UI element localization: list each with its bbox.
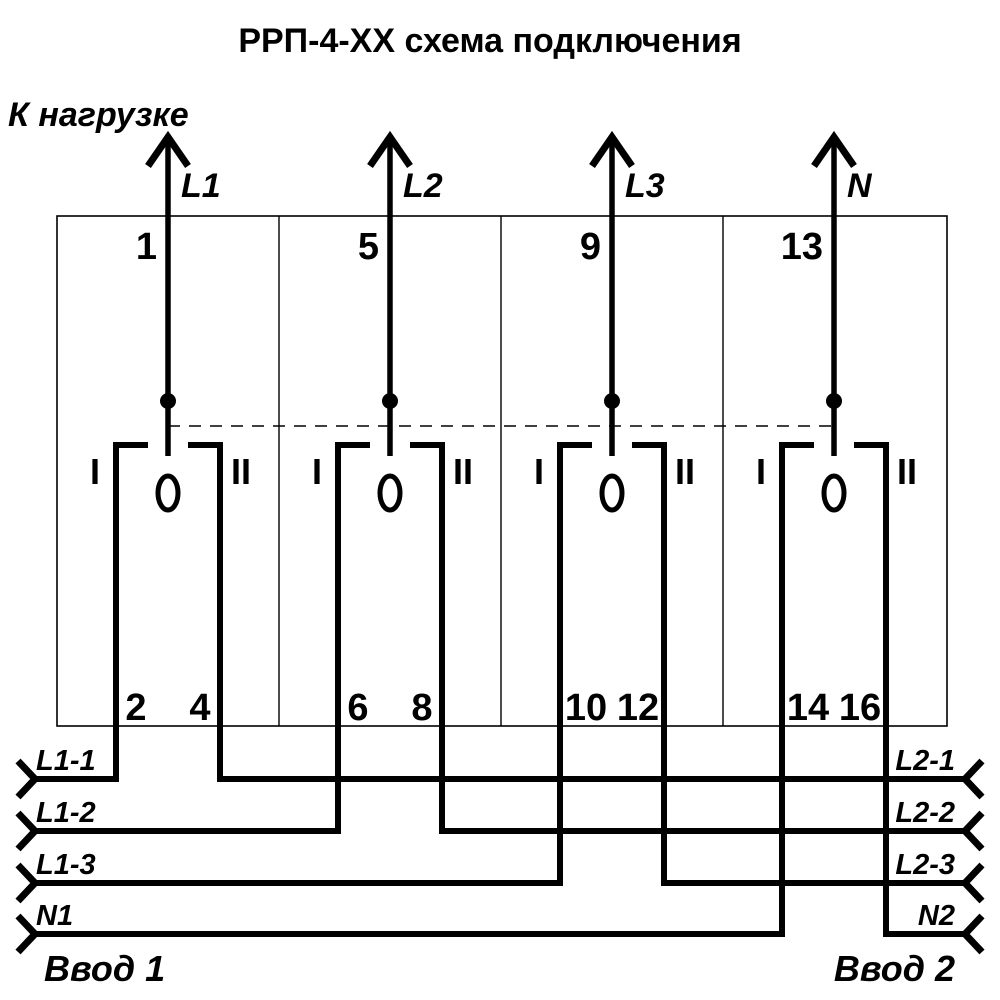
pole-4-output-label: N bbox=[847, 167, 873, 205]
pole-4-left-terminal-number: 14 bbox=[787, 687, 829, 729]
pole-1-output-label: L1 bbox=[181, 167, 221, 205]
page-title: РРП-4-ХХ схема подключения bbox=[238, 22, 741, 60]
pole-3-top-terminal-number: 9 bbox=[580, 226, 601, 268]
pole-3-position-label-i: I bbox=[534, 451, 544, 492]
pole-2-left-terminal-number: 6 bbox=[347, 687, 368, 729]
pole-4-junction-dot bbox=[826, 393, 842, 409]
input1-line-label-2: L1-2 bbox=[36, 797, 96, 829]
input1-arrow-icon-1 bbox=[15, 758, 40, 800]
pole-4-position-label-i: I bbox=[756, 451, 766, 492]
pole-4-input1-branch bbox=[35, 442, 814, 937]
pole-1-top-terminal-number: 1 bbox=[136, 226, 157, 268]
input1-line-label-1: L1-1 bbox=[36, 745, 96, 777]
pole-1-position-label-ii: II bbox=[231, 451, 251, 492]
pole-3-output-label: L3 bbox=[625, 167, 665, 205]
pole-1-left-terminal-number: 2 bbox=[125, 687, 146, 729]
input2-caption: Ввод 2 bbox=[834, 948, 955, 989]
input2-line-label-3: L2-3 bbox=[895, 849, 955, 881]
pole-3-load-arrow-icon bbox=[589, 130, 635, 168]
pole-4-input2-branch bbox=[854, 442, 965, 937]
pole-3-off-position-mark bbox=[599, 473, 625, 513]
pole-1-input1-branch bbox=[35, 442, 148, 782]
pole-4-right-terminal-number: 16 bbox=[839, 687, 881, 729]
pole-3-junction-dot bbox=[604, 393, 620, 409]
pole-1-position-label-i: I bbox=[90, 451, 100, 492]
pole-3-input1-branch bbox=[35, 442, 592, 886]
pole-3-position-label-ii: II bbox=[675, 451, 695, 492]
input2-arrow-icon-2 bbox=[960, 810, 985, 852]
input2-line-label-4: N2 bbox=[918, 900, 955, 932]
input2-line-label-2: L2-2 bbox=[895, 797, 955, 829]
input1-arrow-icon-2 bbox=[15, 810, 40, 852]
input1-arrow-icon-4 bbox=[15, 913, 40, 955]
input1-caption: Ввод 1 bbox=[44, 948, 165, 989]
pole-2-position-label-i: I bbox=[312, 451, 322, 492]
pole-2-load-arrow-icon bbox=[367, 130, 413, 168]
pole-4-position-label-ii: II bbox=[897, 451, 917, 492]
pole-3-input2-branch bbox=[632, 442, 965, 886]
pole-1-junction-dot bbox=[160, 393, 176, 409]
input1-arrow-icon-3 bbox=[15, 862, 40, 904]
pole-3-right-terminal-number: 12 bbox=[617, 687, 659, 729]
pole-2-top-terminal-number: 5 bbox=[358, 226, 379, 268]
pole-4-off-position-mark bbox=[821, 473, 847, 513]
pole-2-position-label-ii: II bbox=[453, 451, 473, 492]
pole-1-off-position-mark bbox=[155, 473, 181, 513]
pole-2-output-label: L2 bbox=[403, 167, 443, 205]
pole-2-off-position-mark bbox=[377, 473, 403, 513]
pole-1-input2-branch bbox=[188, 442, 965, 782]
pole-2-input2-branch bbox=[410, 442, 965, 834]
load-caption: К нагрузке bbox=[8, 96, 189, 134]
pole-1-right-terminal-number: 4 bbox=[189, 687, 210, 729]
input1-line-label-3: L1-3 bbox=[36, 849, 96, 881]
input2-arrow-icon-4 bbox=[960, 913, 985, 955]
input2-line-label-1: L2-1 bbox=[895, 745, 955, 777]
input1-line-label-4: N1 bbox=[36, 900, 73, 932]
pole-4-load-arrow-icon bbox=[811, 130, 857, 168]
input2-arrow-icon-1 bbox=[960, 758, 985, 800]
pole-2-junction-dot bbox=[382, 393, 398, 409]
pole-2-right-terminal-number: 8 bbox=[411, 687, 432, 729]
pole-4-top-terminal-number: 13 bbox=[781, 226, 823, 268]
pole-1-load-arrow-icon bbox=[145, 130, 191, 168]
switch-body-outline bbox=[56, 215, 948, 727]
pole-2-input1-branch bbox=[35, 442, 370, 834]
pole-3-left-terminal-number: 10 bbox=[565, 687, 607, 729]
input2-arrow-icon-3 bbox=[960, 862, 985, 904]
